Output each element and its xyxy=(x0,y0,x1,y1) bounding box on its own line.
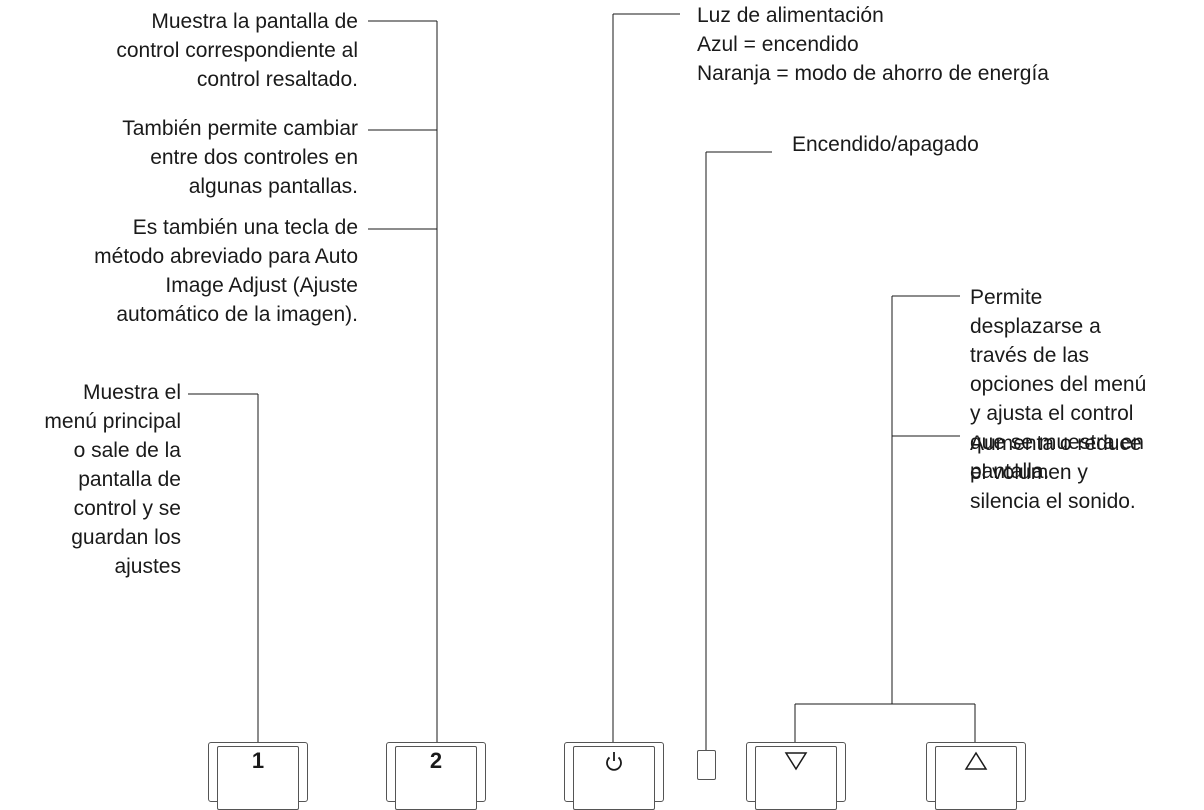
annotation-power-light: Luz de alimentación Azul = encendido Nar… xyxy=(697,4,1049,85)
triangle-down-icon xyxy=(784,752,808,771)
button-2[interactable]: 2 xyxy=(386,742,486,810)
annotation-volume: Aumenta o reduce el volumen y silencia e… xyxy=(970,432,1142,513)
annotation-shortcut: Es también una tecla de método abreviado… xyxy=(94,216,358,326)
triangle-up-icon xyxy=(964,751,988,770)
power-button[interactable] xyxy=(564,742,664,810)
annotation-switch-controls: También permite cambiar entre dos contro… xyxy=(122,117,358,198)
annotation-power-switch: Encendido/apagado xyxy=(792,133,979,156)
power-switch[interactable] xyxy=(697,750,716,780)
annotation-control-screen: Muestra la pantalla de control correspon… xyxy=(116,10,358,91)
annotation-navigate: Permite desplazarse a través de las opci… xyxy=(970,286,1147,483)
power-icon xyxy=(606,752,622,771)
annotation-main-menu: Muestra el menú principal o sale de la p… xyxy=(44,381,181,578)
button-1[interactable]: 1 xyxy=(208,742,308,810)
leader-lines xyxy=(188,13,976,750)
button-1-label: 1 xyxy=(251,748,265,773)
button-2-label: 2 xyxy=(429,748,443,773)
up-button[interactable] xyxy=(926,742,1026,810)
down-button[interactable] xyxy=(746,742,846,810)
